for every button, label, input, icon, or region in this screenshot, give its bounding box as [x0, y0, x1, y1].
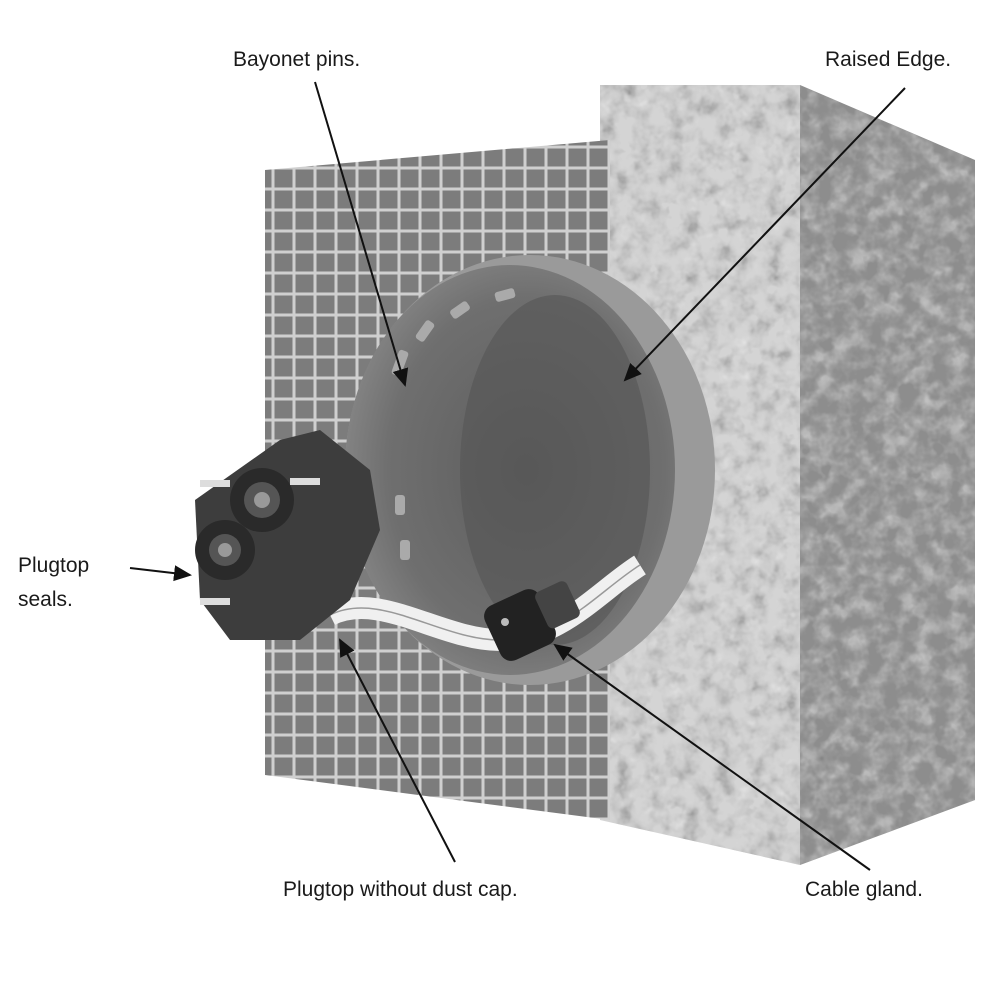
raised-edge-arrow: [623, 87, 906, 382]
label-plugtop-without-dust-cap: Plugtop without dust cap.: [283, 878, 518, 901]
cable-gland: [484, 581, 580, 661]
label-raised-edge: Raised Edge.: [825, 48, 952, 71]
concrete-block: [600, 85, 975, 865]
callout-arrows: [129, 81, 906, 871]
bayonet-pins-arrow: [314, 81, 409, 387]
plugtop-seals-arrow: [129, 565, 192, 582]
label-bayonet-pins: Bayonet pins.: [233, 48, 361, 71]
label-cable-gland: Cable gland.: [805, 878, 923, 901]
plugtop: [195, 430, 380, 640]
cable-gland-arrow: [553, 643, 871, 871]
label-plugtop-seals-1: Plugtop: [18, 554, 90, 577]
plugtop-arrow: [339, 638, 456, 863]
label-plugtop-seals-2: seals.: [18, 588, 73, 611]
bayonet-pins: [391, 288, 516, 560]
